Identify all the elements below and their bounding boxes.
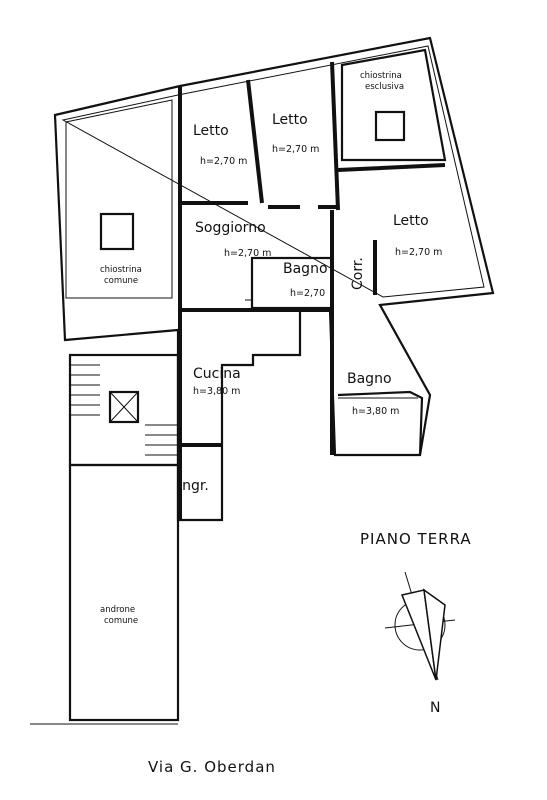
room-height-bagno-1: h=2,70 <box>290 288 325 299</box>
room-label-letto-1: Letto <box>193 123 229 139</box>
room-label-bagno-1: Bagno <box>283 261 328 277</box>
bagno-2-walls <box>337 390 424 456</box>
androne-comune-area <box>30 463 180 725</box>
chiostrina-esclusiva-label-line2: esclusiva <box>365 82 404 92</box>
room-height-soggiorno: h=2,70 m <box>224 248 271 259</box>
chiostrina-esclusiva-label-line1: chiostrina <box>360 71 402 81</box>
room-label-cucina: Cucina <box>193 366 241 382</box>
room-label-letto-3: Letto <box>393 213 429 229</box>
room-label-letto-2: Letto <box>272 112 308 128</box>
room-label-bagno-2: Bagno <box>347 371 392 387</box>
compass-icon: N <box>384 571 456 716</box>
room-label-corridoio: Corr. <box>350 257 366 290</box>
chiostrina-comune-label-line1: chiostrina <box>100 265 142 275</box>
room-height-letto-3: h=2,70 m <box>395 247 442 258</box>
bagno-1-walls <box>245 256 334 310</box>
chiostrina-comune-area <box>65 99 173 299</box>
staircase <box>68 353 180 467</box>
room-height-letto-1: h=2,70 m <box>200 156 247 167</box>
room-label-soggiorno: Soggiorno <box>195 220 266 236</box>
chiostrina-comune-label-line2: comune <box>104 276 138 286</box>
compass-north-label: N <box>430 700 440 716</box>
plan-title: PIANO TERRA <box>360 530 472 548</box>
room-label-ingresso: Ingr. <box>178 478 209 494</box>
androne-label-line1: androne <box>100 605 135 615</box>
chiostrina-esclusiva-area <box>340 48 447 162</box>
street-name: Via G. Oberdan <box>148 758 276 776</box>
elevator <box>108 390 140 424</box>
room-height-letto-2: h=2,70 m <box>272 144 319 155</box>
room-height-cucina: h=3,80 m <box>193 386 240 397</box>
room-height-bagno-2: h=3,80 m <box>352 406 399 417</box>
androne-label-line2: comune <box>104 616 138 626</box>
